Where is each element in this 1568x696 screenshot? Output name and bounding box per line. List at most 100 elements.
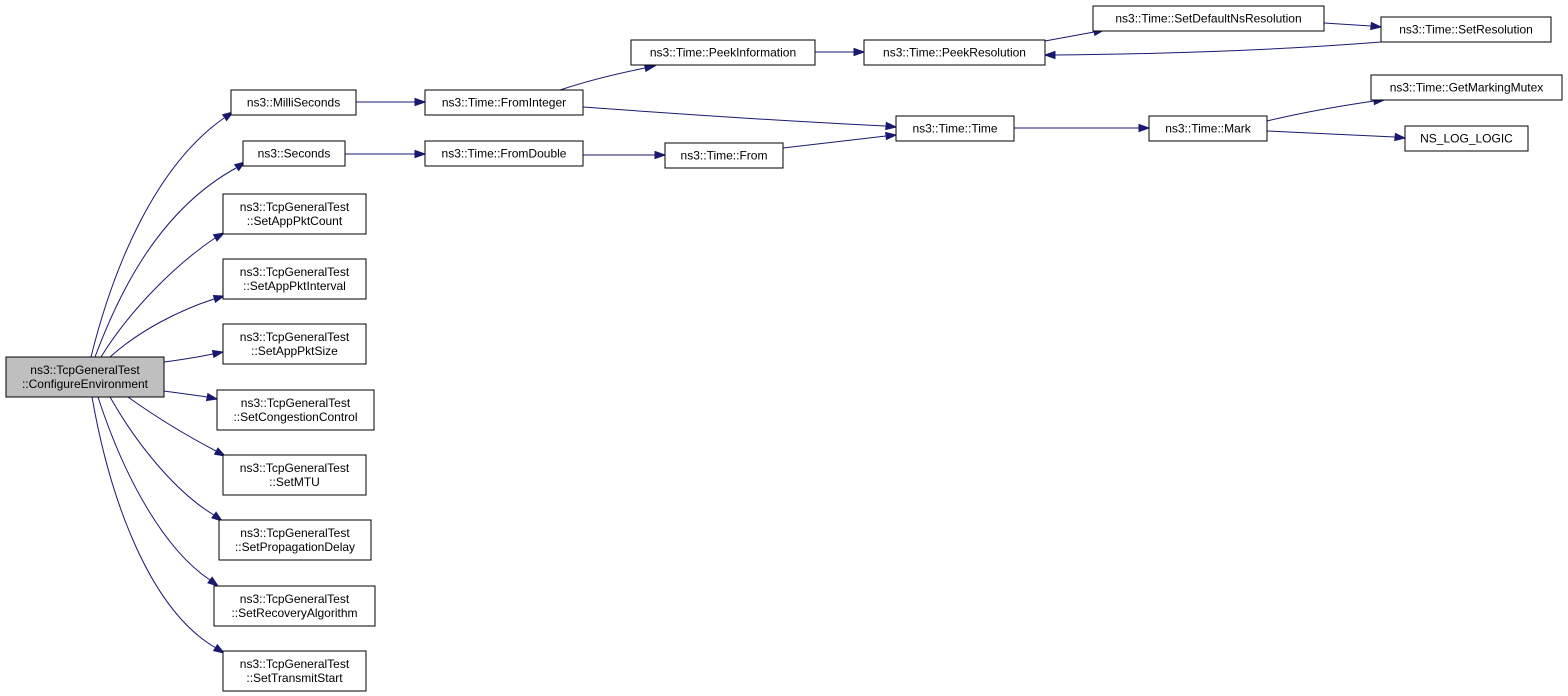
node-box [1370,74,1563,101]
node-mark[interactable]: ns3::Time::Mark [1148,115,1268,142]
node-frominteger[interactable]: ns3::Time::FromInteger [424,89,584,116]
edge-line [163,390,208,398]
edge-mark-to-ns_log_logic [1266,130,1407,142]
node-seconds[interactable]: ns3::Seconds [242,140,346,167]
node-label: ::SetAppPktSize [251,344,338,358]
node-box [218,519,372,561]
node-label: ::SetCongestionControl [233,410,357,424]
node-peekinformation[interactable]: ns3::Time::PeekInformation [630,39,816,66]
node-label: ns3::Seconds [258,147,331,161]
node-box [222,454,367,496]
node-label: ns3::TcpGeneralTest [240,461,350,475]
node-fromdouble[interactable]: ns3::Time::FromDouble [424,140,584,167]
node-setrecoveryalgorithm[interactable]: ns3::TcpGeneralTest::SetRecoveryAlgorith… [213,585,376,627]
node-configure[interactable]: ns3::TcpGeneralTest::ConfigureEnvironmen… [5,356,165,398]
edge-line [94,167,237,358]
node-setcongestioncontrol[interactable]: ns3::TcpGeneralTest::SetCongestionContro… [216,389,375,431]
node-box [1148,115,1268,142]
edge-seconds-to-fromdouble [344,149,427,159]
edge-line [97,396,211,581]
edge-milliseconds-to-frominteger [356,97,427,107]
arrowhead-icon [414,149,427,159]
node-box [895,115,1015,142]
edge-peekinformation-to-peekresolution [814,47,866,57]
arrowhead-icon [221,111,235,122]
node-setdefaultnsresolution[interactable]: ns3::Time::SetDefaultNsResolution [1092,5,1325,32]
arrowhead-icon [853,47,866,57]
edge-line [1323,22,1372,27]
node-milliseconds[interactable]: ns3::MilliSeconds [230,89,357,116]
edge-setdefaultnsresolution-to-setresolution [1323,21,1383,31]
edge-line [1266,100,1375,122]
node-settransmitstart[interactable]: ns3::TcpGeneralTest::SetTransmitStart [222,650,367,692]
node-time[interactable]: ns3::Time::Time [895,115,1015,142]
node-getmarkingmutex[interactable]: ns3::Time::GetMarkingMutex [1370,74,1563,101]
node-label: ns3::Time::PeekInformation [650,46,796,60]
edge-layer [90,21,1407,654]
node-label: NS_LOG_LOGIC [1420,132,1513,146]
arrowhead-icon [233,161,247,172]
node-box [230,89,357,116]
node-label: ns3::TcpGeneralTest [240,265,350,279]
node-box [242,140,346,167]
arrowhead-icon [1394,132,1407,142]
edge-line [90,117,225,358]
node-label: ns3::Time::FromInteger [442,96,566,110]
edge-configure-to-setmtu [127,396,227,457]
edge-from-to-time [782,131,898,149]
arrowhead-icon [213,447,227,457]
arrowhead-icon [211,511,224,522]
node-label: ns3::Time::SetResolution [1399,23,1533,37]
arrowhead-icon [212,643,226,654]
edge-line [559,67,646,91]
node-label: ::ConfigureEnvironment [22,377,149,391]
edge-line [1266,130,1396,138]
node-label: ::SetRecoveryAlgorithm [231,606,357,620]
node-box [222,650,367,692]
node-box [213,585,376,627]
node-label: ns3::TcpGeneralTest [240,200,350,214]
node-ns_log_logic[interactable]: NS_LOG_LOGIC [1404,125,1529,152]
node-label: ns3::TcpGeneralTest [240,526,350,540]
node-setapppktinterval[interactable]: ns3::TcpGeneralTest::SetAppPktInterval [222,258,367,300]
node-label: ::SetAppPktInterval [243,279,346,293]
node-setapppktsize[interactable]: ns3::TcpGeneralTest::SetAppPktSize [222,323,367,365]
node-box [5,356,165,398]
node-label: ::SetAppPktCount [247,214,343,228]
edge-line [109,298,215,358]
node-setmtu[interactable]: ns3::TcpGeneralTest::SetMTU [222,454,367,496]
edge-line [91,396,217,649]
arrowhead-icon [643,63,657,73]
edge-fromdouble-to-from [583,150,667,160]
node-from[interactable]: ns3::Time::From [664,142,784,169]
node-setresolution[interactable]: ns3::Time::SetResolution [1380,16,1552,43]
node-setpropagationdelay[interactable]: ns3::TcpGeneralTest::SetPropagationDelay [218,519,372,561]
node-label: ns3::Time::GetMarkingMutex [1390,81,1544,95]
edge-line [782,135,887,149]
node-label: ns3::Time::FromDouble [442,147,567,161]
node-label: ns3::TcpGeneralTest [241,396,351,410]
node-label: ns3::Time::Mark [1165,122,1252,136]
arrowhead-icon [1138,123,1151,133]
edge-configure-to-setapppktcount [100,232,226,358]
node-label: ns3::Time::From [681,149,768,163]
arrowhead-icon [212,294,226,304]
edge-time-to-mark [1014,123,1151,133]
node-box [424,140,584,167]
node-box [630,39,816,66]
node-box [664,142,784,169]
arrowhead-icon [1043,50,1056,60]
node-box [1092,5,1325,32]
node-box [424,89,584,116]
arrowhead-icon [212,232,226,242]
edge-line [1054,41,1382,56]
edge-mark-to-getmarkingmutex [1266,96,1386,122]
arrowhead-icon [207,576,220,587]
node-peekresolution[interactable]: ns3::Time::PeekResolution [863,39,1046,66]
edge-configure-to-milliseconds [90,111,235,358]
node-box [1404,125,1529,152]
edge-setresolution-to-peekresolution [1043,41,1382,60]
node-box [222,258,367,300]
node-setapppktcount[interactable]: ns3::TcpGeneralTest::SetAppPktCount [222,193,367,235]
edge-line [582,106,887,127]
